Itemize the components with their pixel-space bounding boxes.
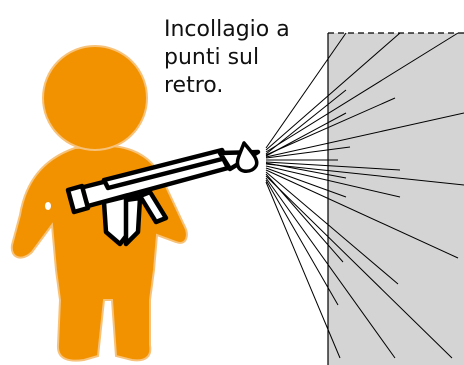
worker-head xyxy=(42,45,148,151)
spray-ray xyxy=(265,179,339,306)
spray-ray xyxy=(265,181,341,359)
gun-rear-cap xyxy=(65,183,91,215)
spray-ray xyxy=(265,112,464,158)
spray-ray xyxy=(265,177,396,359)
caption-line-2: punti sul xyxy=(164,45,259,70)
figure-button-detail xyxy=(45,202,51,210)
spray-ray xyxy=(265,146,351,159)
spray-ray xyxy=(265,161,401,171)
spray-ray xyxy=(265,32,347,149)
adhesive-drop-icon xyxy=(235,141,259,173)
caption: Incollagio a punti sul retro. xyxy=(164,17,295,98)
spray-ray xyxy=(265,32,459,153)
gun-trigger xyxy=(137,189,169,225)
spray-ray xyxy=(265,163,464,186)
spray-ray xyxy=(265,32,401,151)
wall-surface xyxy=(328,33,464,365)
spray-rays xyxy=(265,32,464,359)
spray-ray xyxy=(265,97,396,156)
caption-line-1: Incollagio a xyxy=(164,17,290,42)
spray-ray xyxy=(265,169,459,259)
spray-ray xyxy=(265,89,347,155)
spray-ray xyxy=(265,171,399,285)
spray-ray xyxy=(265,112,347,157)
caulking-gun-icon xyxy=(65,147,261,247)
spray-ray xyxy=(265,165,401,198)
spray-ray xyxy=(265,167,347,198)
spray-ray xyxy=(265,175,453,359)
wall-panel xyxy=(327,32,464,365)
gun-grip-lever xyxy=(123,195,143,247)
caption-line-3: retro. xyxy=(164,73,223,98)
